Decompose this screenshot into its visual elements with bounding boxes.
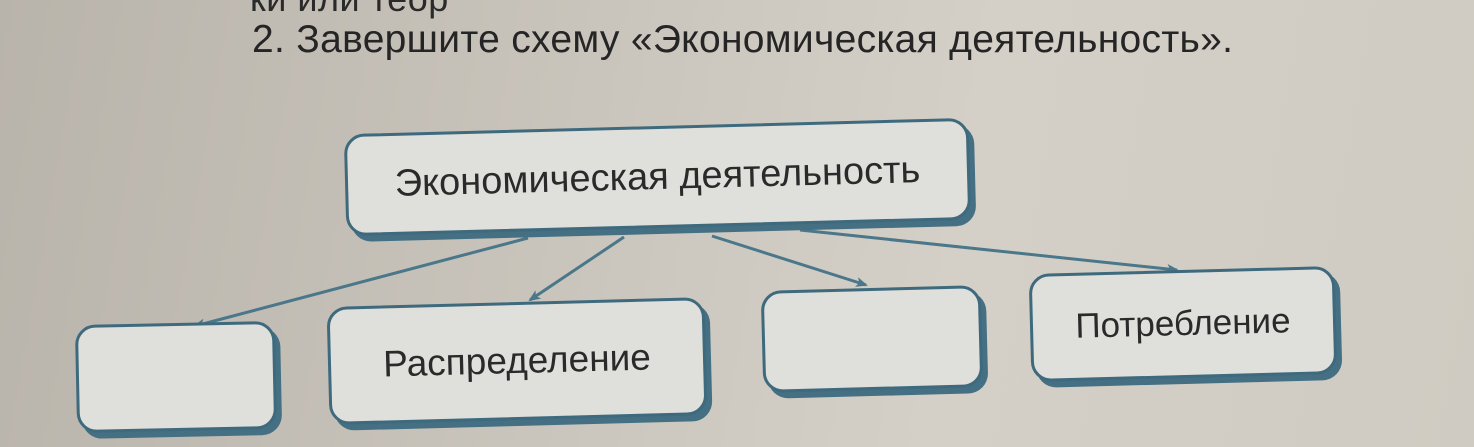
arrow-to-box-2 (528, 235, 625, 302)
child-node-3-empty[interactable] (760, 285, 984, 393)
task-heading: 2. Завершите схему «Экономическая деятел… (252, 18, 1234, 61)
arrow-to-box-4 (799, 228, 1179, 274)
child-node-4: Потребление (1028, 266, 1338, 382)
arrow-to-box-3 (711, 234, 868, 287)
previous-text-fragment: ки или теор (250, 0, 449, 20)
child-node-4-label: Потребление (1074, 301, 1292, 346)
child-node-2: Распределение (326, 297, 708, 425)
arrow-to-box-1 (193, 236, 529, 329)
root-node: Экономическая деятельность (343, 117, 972, 237)
child-node-2-label: Распределение (382, 336, 652, 385)
child-node-1-empty[interactable] (74, 320, 278, 434)
root-node-label: Экономическая деятельность (394, 148, 921, 205)
